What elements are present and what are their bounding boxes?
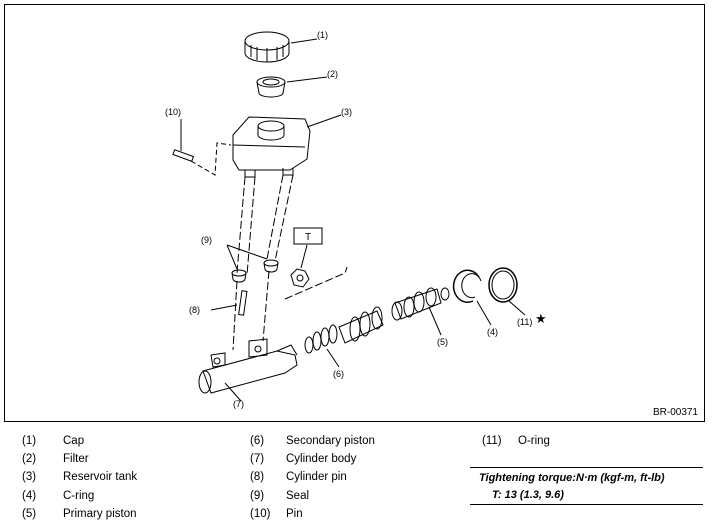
cylinder-pin-part [238, 290, 248, 316]
secondary-piston-part [304, 306, 384, 354]
t-box-label: T [305, 232, 311, 243]
legend-item: (6)Secondary piston [250, 435, 375, 447]
legend-item: (11)O-ring [482, 435, 550, 447]
legend-item: (3)Reservoir tank [22, 471, 138, 484]
callout-11: (11) [517, 317, 532, 327]
seal-parts [231, 259, 279, 283]
callout-3: (3) [341, 107, 352, 117]
c-ring-part [452, 269, 482, 303]
torque-value: T: 13 (1.3, 9.6) [492, 489, 564, 501]
star-icon: ★ [535, 312, 547, 327]
legend-item: (10)Pin [250, 507, 303, 520]
callout-4: (4) [487, 327, 498, 337]
legend-column-1: (1)Cap (2)Filter (3)Reservoir tank (4)C-… [22, 432, 137, 523]
callout-10: (10) [165, 107, 181, 117]
legend-item: (7)Cylinder body [250, 453, 357, 466]
pin-part [172, 149, 195, 162]
callout-6: (6) [333, 369, 344, 379]
legend-column-2: (6)Secondary piston (7)Cylinder body (8)… [250, 432, 375, 523]
t-box [293, 227, 323, 245]
legend-item: (2)Filter [22, 453, 89, 466]
primary-piston-part [391, 287, 450, 321]
callout-2: (2) [327, 69, 338, 79]
cylinder-body-part [198, 338, 298, 394]
legend-item: (8)Cylinder pin [250, 471, 347, 484]
legend-item: (5)Primary piston [22, 507, 137, 520]
callout-1: (1) [317, 30, 328, 40]
o-ring-part [488, 267, 518, 303]
tightening-nut-part [290, 268, 310, 288]
callout-5: (5) [437, 337, 448, 347]
callout-9: (9) [201, 235, 212, 245]
filter-part [256, 76, 286, 98]
legend-item: (9)Seal [250, 489, 310, 502]
torque-spec-box: Tightening torque:N·m (kgf-m, ft-lb) T: … [470, 467, 703, 505]
legend-column-3: (11)O-ring [482, 432, 550, 450]
callout-7: (7) [233, 399, 244, 409]
reservoir-tank-part [232, 116, 311, 178]
torque-title: Tightening torque:N·m (kgf-m, ft-lb) [479, 472, 665, 484]
legend-item: (1)Cap [22, 435, 85, 447]
master-cylinder-illustration: T (1) (2) (3) (10) (9) (8) (7) (6) (5) (… [165, 30, 547, 409]
reference-code: BR-00371 [652, 407, 698, 418]
legend-item: (4)C-ring [22, 489, 95, 502]
cap-part [244, 31, 290, 63]
callout-8: (8) [189, 305, 200, 315]
exploded-diagram: T (1) (2) (3) (10) (9) (8) (7) (6) (5) (… [4, 4, 705, 422]
